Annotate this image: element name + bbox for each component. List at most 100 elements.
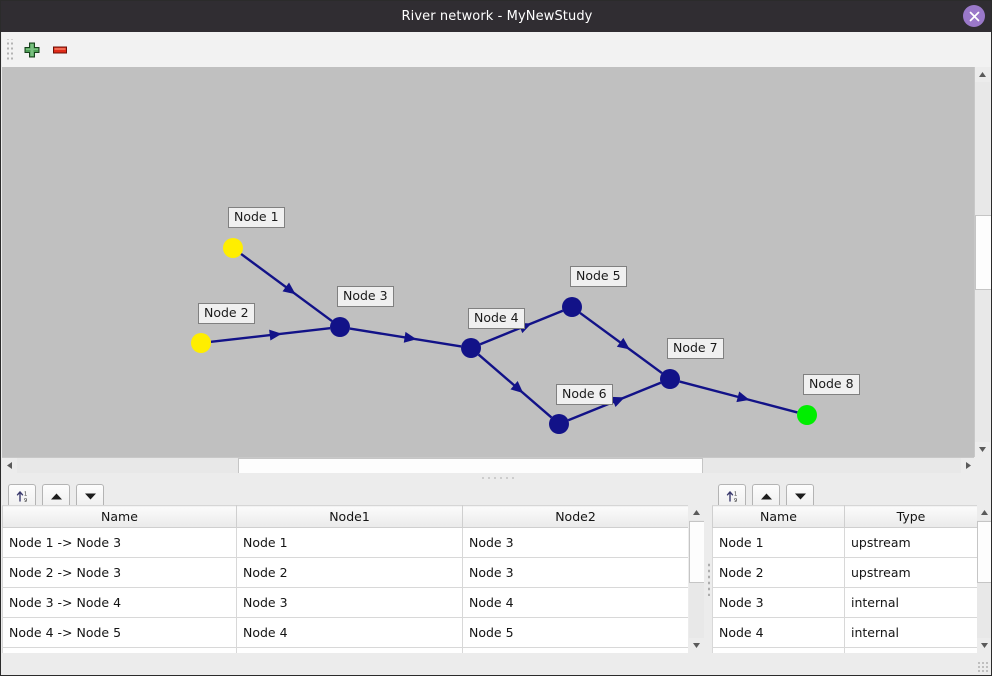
vertical-splitter[interactable] [704,481,712,675]
table-cell[interactable]: Node 4 -> Node 5 [2,617,237,648]
scrollbar-thumb[interactable] [975,215,991,290]
table-row-empty[interactable] [712,647,977,653]
column-header[interactable]: Name [2,505,237,528]
table-cell[interactable]: Node 2 -> Node 3 [2,557,237,588]
network-node[interactable] [660,369,680,389]
table-cell[interactable]: Node 3 -> Node 4 [2,587,237,618]
table-cell[interactable]: upstream [844,527,977,558]
column-header[interactable]: Node1 [236,505,463,528]
delete-node-button[interactable] [46,36,74,64]
splitter-grip-icon [480,475,514,479]
node-label[interactable]: Node 4 [468,308,525,329]
edge-arrowhead [616,337,630,350]
table-cell[interactable]: Node 2 [236,557,463,588]
table-cell[interactable]: Node 5 [462,617,688,648]
table-cell[interactable]: Node 2 [712,557,845,588]
svg-text:9: 9 [24,498,27,504]
node-label[interactable]: Node 1 [228,207,285,228]
table-cell-empty[interactable] [712,647,845,653]
table-cell[interactable]: Node 4 [712,617,845,648]
red-minus-icon [53,46,67,53]
table-cell[interactable]: Node 3 [236,587,463,618]
table-row-empty[interactable] [2,647,688,653]
green-plus-icon [24,42,40,57]
sort-button[interactable]: 1 9 [718,484,746,508]
table-cell-empty[interactable] [2,647,237,653]
scroll-up-icon[interactable] [975,67,990,82]
move-down-button[interactable] [786,484,814,508]
table-cell[interactable]: Node 1 -> Node 3 [2,527,237,558]
table-cell[interactable]: Node 4 [236,617,463,648]
network-node[interactable] [223,238,243,258]
node-label[interactable]: Node 6 [556,384,613,405]
nodes-table-vertical-scrollbar[interactable] [977,505,991,653]
node-label[interactable]: Node 8 [803,374,860,395]
sort-ascending-icon: 1 9 [726,490,737,504]
scroll-down-icon[interactable] [977,638,991,653]
add-node-button[interactable] [18,36,46,64]
network-node[interactable] [191,333,211,353]
diagram-vertical-scrollbar[interactable] [974,67,991,457]
column-header[interactable]: Node2 [462,505,688,528]
edge-arrowhead [736,391,750,403]
network-node[interactable] [549,414,569,434]
network-node[interactable] [562,297,582,317]
table-cell[interactable]: Node 3 [462,527,688,558]
table-cell[interactable]: Node 3 [462,557,688,588]
table-cell[interactable]: Node 1 [236,527,463,558]
svg-text:1: 1 [24,491,27,497]
table-cell[interactable]: Node 4 [462,587,688,618]
column-header[interactable]: Type [844,505,977,528]
diagram-horizontal-scrollbar[interactable] [2,457,976,475]
scroll-up-icon[interactable] [977,505,991,520]
edge-arrowhead [403,331,417,343]
svg-text:9: 9 [734,498,737,504]
network-node[interactable] [461,338,481,358]
scroll-right-icon[interactable] [961,458,976,473]
table-cell-empty[interactable] [236,647,463,653]
node-label[interactable]: Node 5 [570,266,627,287]
table-cell-empty[interactable] [462,647,688,653]
table-cell[interactable]: internal [844,617,977,648]
links-table-vertical-scrollbar[interactable] [689,505,706,653]
node-label[interactable]: Node 2 [198,303,255,324]
column-header[interactable]: Name [712,505,845,528]
table-cell[interactable]: internal [844,587,977,618]
table-cell[interactable]: Node 3 [712,587,845,618]
scroll-up-icon[interactable] [689,505,704,520]
network-node[interactable] [797,405,817,425]
close-icon[interactable] [963,5,985,27]
scroll-left-icon[interactable] [2,458,17,473]
window-resize-grip[interactable] [977,661,989,673]
move-up-button[interactable] [42,484,70,508]
node-label[interactable]: Node 7 [667,338,724,359]
table-cell[interactable]: upstream [844,557,977,588]
scroll-down-icon[interactable] [689,638,704,653]
scroll-down-icon[interactable] [975,442,990,457]
table-cell[interactable]: Node 1 [712,527,845,558]
node-label[interactable]: Node 3 [337,286,394,307]
network-node[interactable] [330,317,350,337]
toolbar-drag-handle[interactable] [5,38,14,61]
horizontal-splitter[interactable] [2,473,991,481]
main-toolbar [2,32,991,68]
scrollbar-thumb[interactable] [977,521,991,583]
table-cell-empty[interactable] [844,647,977,653]
sort-button[interactable]: 1 9 [8,484,36,508]
network-canvas[interactable]: Node 1 Node 2 Node 3 Node 4 Node 5 Node 6 Node… [2,67,976,457]
